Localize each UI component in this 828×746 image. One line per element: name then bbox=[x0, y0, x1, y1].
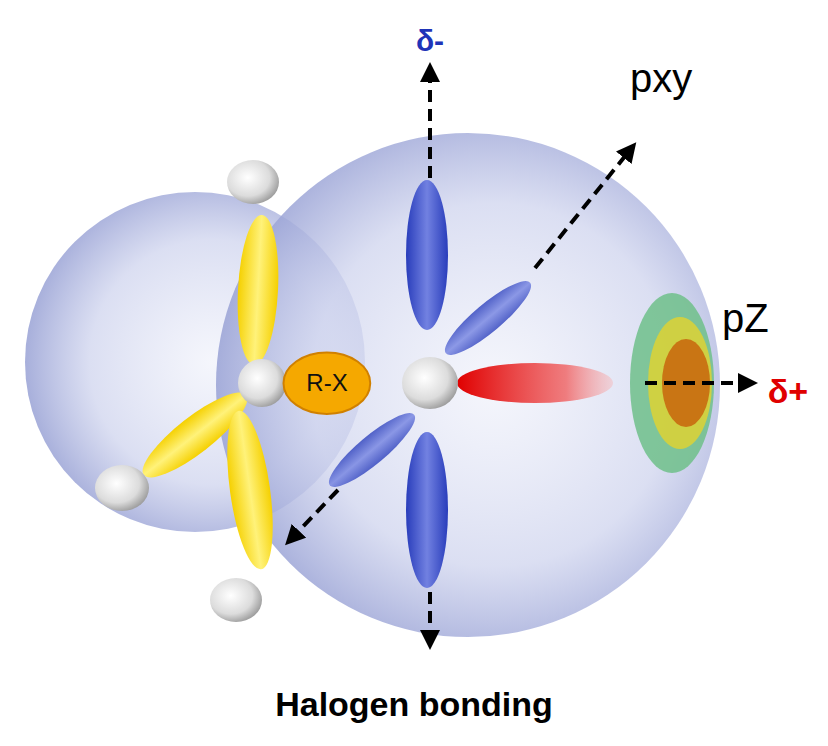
figure-caption: Halogen bonding bbox=[275, 686, 553, 723]
node-text: R-X bbox=[306, 369, 347, 397]
bond-ellipse: R-X bbox=[282, 351, 372, 415]
partial-charge: δ- bbox=[416, 24, 444, 57]
partial-charge: δ+ bbox=[768, 373, 808, 410]
orbital-label: pxy bbox=[630, 56, 692, 100]
orbital-label: pZ bbox=[722, 296, 769, 340]
